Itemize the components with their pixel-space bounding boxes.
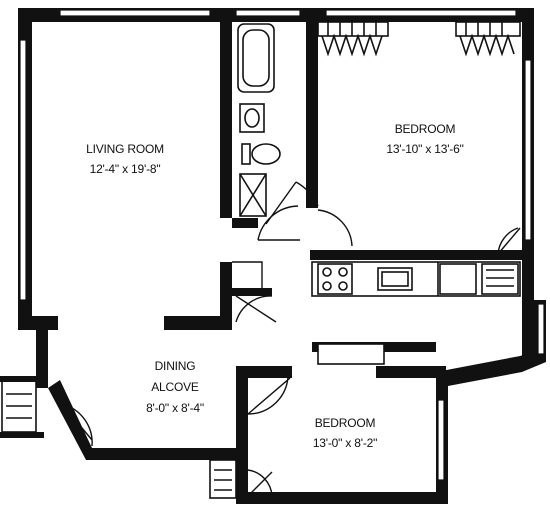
wall-kitchen-top [310, 250, 522, 260]
bathroom-fixtures [237, 23, 281, 217]
doors [61, 181, 521, 497]
window-living-top [59, 9, 211, 17]
counter-ledge [317, 343, 385, 365]
door-entry [61, 403, 93, 447]
dining-name-line1: DINING [155, 359, 196, 373]
curtain-left [317, 21, 389, 57]
wall-bedroom-small-top-right [376, 366, 446, 378]
door-closet [235, 295, 277, 323]
closet-bracket [232, 261, 263, 288]
wall-living-right-lower [220, 262, 232, 330]
kitchen-sink [377, 267, 413, 291]
window-bath-top [235, 9, 301, 17]
wall-living-right [220, 8, 232, 218]
wall-bedroom-small-top-left [236, 366, 292, 378]
door-bedroom-closet [497, 227, 521, 255]
living-room-dims: 12'-4" x 19'-8" [90, 162, 161, 176]
wall-left-dining [36, 316, 48, 388]
bedroom-small-name: BEDROOM [315, 416, 376, 430]
living-room-name: LIVING ROOM [86, 142, 164, 156]
windows [19, 9, 545, 481]
refrigerator [439, 263, 477, 295]
wall-right-angled [436, 348, 546, 386]
door-bedroom-small [247, 375, 291, 415]
dining-dims: 8'-0" x 8'-4" [146, 401, 204, 415]
wall-bath-right [306, 8, 318, 208]
wall-dining-bottom [48, 380, 236, 460]
toilet [241, 143, 281, 165]
room-labels: LIVING ROOM 12'-4" x 19'-8" BEDROOM 13'-… [86, 122, 464, 450]
window-living-left [19, 39, 27, 301]
linen-closet [239, 173, 267, 217]
wall-closet-bottom [232, 288, 272, 296]
bedroom-main-name: BEDROOM [395, 122, 456, 136]
bedroom-main-dims: 13'-10" x 13'-6" [386, 142, 463, 156]
bedroom-small-dims: 13'-0" x 8'-2" [313, 436, 377, 450]
wall-closet-top [232, 218, 258, 228]
window-bay [537, 303, 545, 355]
wall-bedroom-small-bottom [236, 492, 446, 504]
window-bedroom-top [325, 9, 517, 17]
curtains [317, 21, 521, 57]
bedroom-small-closet [209, 459, 237, 499]
wall-living-bottom-right [164, 316, 232, 330]
bathtub [237, 23, 275, 93]
wall-living-bottom-left [18, 316, 58, 330]
pantry-shelves [481, 263, 519, 295]
door-bedroom-main [257, 205, 353, 247]
window-bedroom-right [524, 59, 532, 241]
wall-bedroom-small-left [236, 372, 248, 502]
stove [317, 263, 353, 295]
door-bedroom-small-closet [247, 469, 273, 497]
kitchen [311, 261, 521, 365]
window-bedroom-small-right [437, 399, 445, 481]
entry-closet [0, 376, 48, 438]
curtain-right [455, 21, 521, 57]
dining-name-line2: ALCOVE [151, 380, 199, 394]
